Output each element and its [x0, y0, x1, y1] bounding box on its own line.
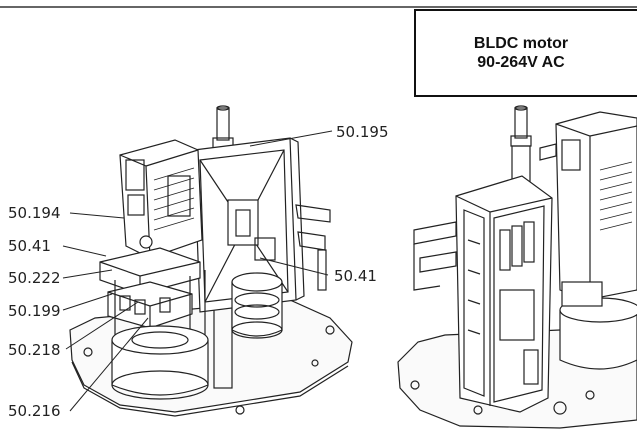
motor-info-box: BLDC motor 90-264V AC	[414, 9, 637, 97]
leader-50-218	[65, 301, 139, 350]
callout-label-left-6: 50.216	[8, 402, 61, 420]
motor-type-label: BLDC motor	[473, 35, 569, 52]
leader-50-222	[62, 269, 113, 279]
callout-label-left-3: 50.222	[8, 269, 61, 287]
left-assembly-drawing	[69, 105, 353, 417]
callout-label-left-5: 50.218	[8, 341, 61, 359]
callout-label-mid-right: 50.41	[334, 267, 377, 285]
voltage-range-label: 90-264V AC	[477, 54, 565, 71]
callout-label-top-right: 50.195	[336, 123, 389, 141]
leader-50-195	[249, 130, 333, 147]
leader-lines	[62, 130, 333, 412]
leader-50-216	[69, 317, 149, 412]
callout-label-left-1: 50.194	[8, 204, 61, 222]
leader-50-199	[62, 293, 113, 311]
leader-50-194	[69, 212, 125, 219]
callout-label-left-4: 50.199	[8, 302, 61, 320]
callout-label-left-2: 50.41	[8, 237, 51, 255]
leader-50-41-right	[259, 257, 329, 276]
right-assembly-drawing	[397, 105, 637, 429]
leader-50-41-left	[62, 245, 107, 257]
